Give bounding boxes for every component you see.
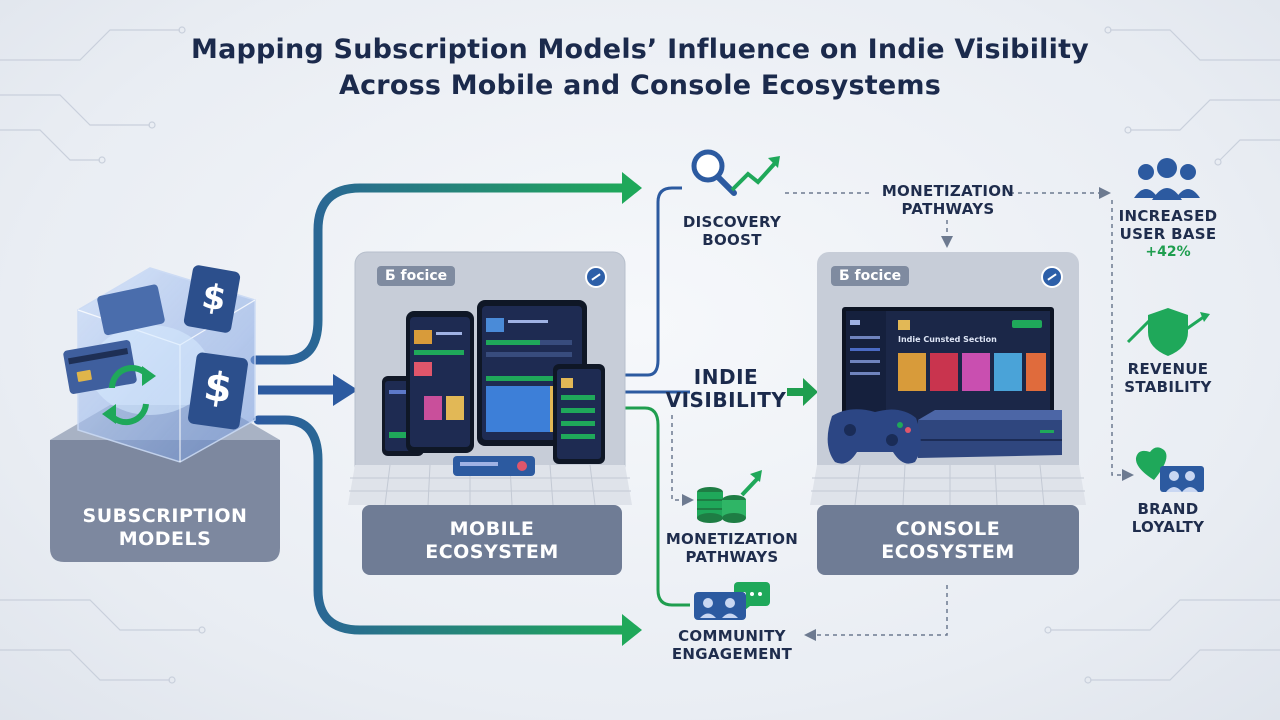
indie-visibility-line-1: INDIE [693, 365, 759, 389]
indie-visibility-line-2: VISIBILITY [665, 388, 787, 412]
indie-visibility-label: INDIE VISIBILITY [662, 366, 790, 412]
community-engagement-label: COMMUNITY ENGAGEMENT [662, 627, 802, 663]
monetization-mid-label: MONETIZATION PATHWAYS [656, 530, 808, 566]
console-box [918, 410, 1062, 458]
mobile-panel-expand-button[interactable] [585, 266, 607, 288]
branch-discovery [625, 186, 682, 377]
flow-to-discovery [250, 183, 630, 365]
search-trend-icon [691, 149, 780, 196]
shield-dollar-icon [1126, 308, 1210, 356]
console-label-line-2: ECOSYSTEM [881, 541, 1015, 563]
mobile-label-line-2: ECOSYSTEM [425, 541, 559, 563]
source-label-line-1: SUBSCRIPTION [82, 505, 248, 527]
tv-screen [842, 307, 1054, 429]
source-label: SUBSCRIPTION MODELS [50, 505, 280, 551]
card-reader [453, 456, 535, 476]
branch-monetization [671, 415, 694, 506]
arrow-head-community [622, 614, 642, 646]
user-base-stat: +42% [1145, 244, 1191, 260]
console-panel [810, 252, 1086, 575]
heart-people-icon [1135, 447, 1204, 492]
chat-people-icon [694, 582, 770, 620]
revenue-stability-label: REVENUE STABILITY [1108, 360, 1228, 396]
title-line-2: Across Mobile and Console Ecosystems [339, 70, 941, 101]
monetization-top-label: MONETIZATION PATHWAYS [872, 182, 1024, 218]
monetization-top-line-2: PATHWAYS [901, 200, 995, 218]
user-base-label: INCREASED USER BASE [1108, 207, 1228, 243]
loyalty-line-1: BRAND [1137, 500, 1199, 518]
source-node [50, 265, 280, 562]
users-group-icon [1134, 158, 1200, 200]
discovery-boost-label: DISCOVERY BOOST [668, 213, 796, 249]
console-screen-heading: Indie Cunsted Section [898, 335, 997, 344]
arrow-head-discovery [622, 172, 642, 204]
arrow-head-console [803, 378, 818, 406]
console-panel-expand-button[interactable] [1041, 266, 1063, 288]
revenue-line-2: STABILITY [1124, 378, 1212, 396]
phone-right [553, 364, 605, 464]
dash-console-community [804, 585, 948, 641]
credit-card-icon [63, 284, 165, 394]
dollar-tile-bottom [188, 352, 248, 430]
monetization-mid-line-2: PATHWAYS [685, 548, 779, 566]
mobile-panel-tag: Б focice [377, 266, 456, 286]
discovery-line-1: DISCOVERY [682, 213, 782, 231]
coins-growth-icon [697, 470, 762, 523]
console-label-line-1: CONSOLE [895, 518, 1001, 540]
source-label-line-2: MODELS [118, 528, 212, 550]
monetization-mid-line-1: MONETIZATION [665, 530, 799, 548]
mobile-label: MOBILE ECOSYSTEM [362, 518, 622, 564]
discovery-line-2: BOOST [702, 231, 762, 249]
gamepad-icon [827, 409, 921, 464]
dollar-tile-top [183, 265, 241, 333]
user-base-line-2: USER BASE [1119, 225, 1217, 243]
monetization-top-line-1: MONETIZATION [881, 182, 1015, 200]
community-line-2: ENGAGEMENT [671, 645, 793, 663]
user-base-line-1: INCREASED [1118, 207, 1218, 225]
title-line-1: Mapping Subscription Models’ Influence o… [191, 34, 1089, 65]
loyalty-line-2: LOYALTY [1131, 518, 1205, 536]
branch-community [625, 406, 690, 607]
console-panel-tag: Б focice [831, 266, 910, 286]
mobile-panel [348, 251, 632, 575]
revenue-line-1: REVENUE [1127, 360, 1209, 378]
circuit-decoration [0, 26, 1280, 684]
console-label: CONSOLE ECOSYSTEM [817, 518, 1079, 564]
dollar-symbol-top: $ [198, 276, 230, 320]
mobile-label-line-1: MOBILE [449, 518, 535, 540]
arrow-head-mobile [333, 374, 358, 406]
dash-outcome-spine [1111, 200, 1134, 481]
community-line-1: COMMUNITY [678, 627, 786, 645]
brand-loyalty-label: BRAND LOYALTY [1108, 500, 1228, 536]
dollar-symbol-bottom: $ [201, 363, 235, 413]
phone-large [406, 311, 474, 453]
refresh-icon [102, 365, 156, 426]
flow-to-community [253, 415, 630, 635]
